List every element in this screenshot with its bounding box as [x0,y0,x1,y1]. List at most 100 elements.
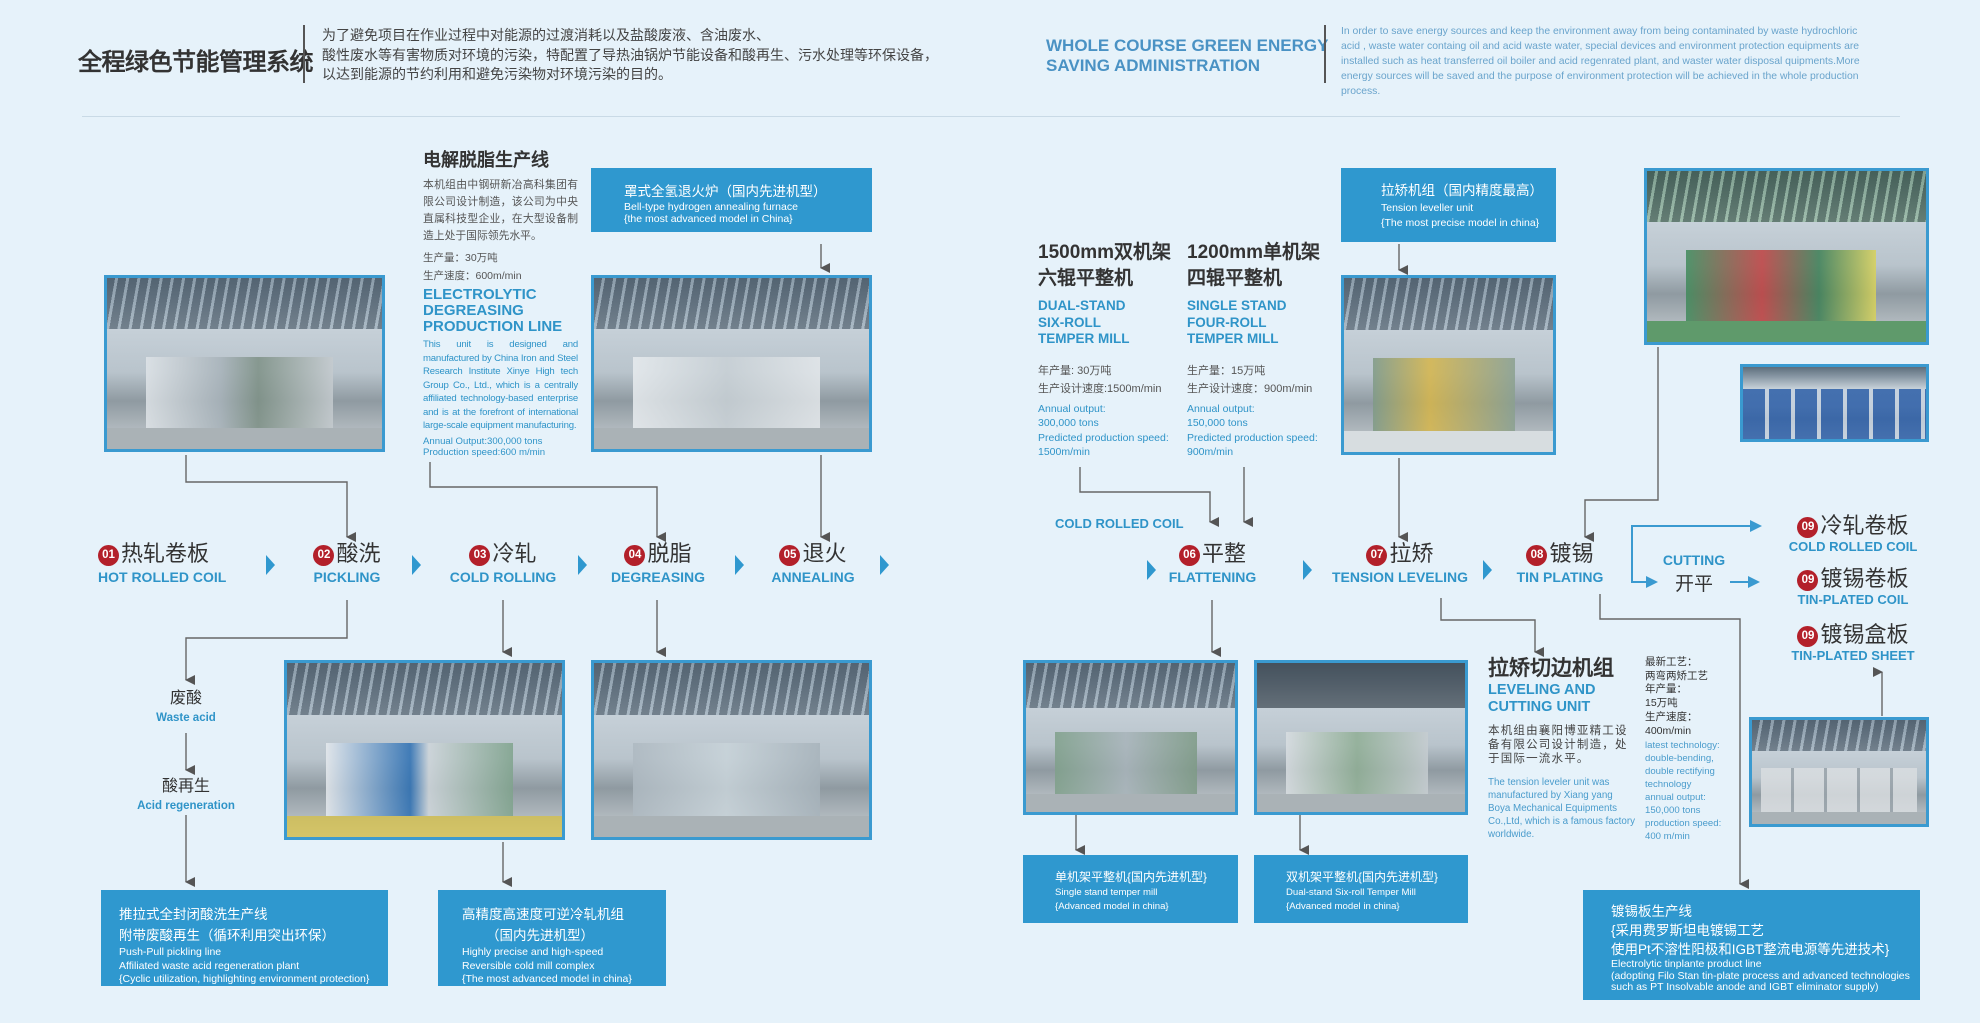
spec-line: 生产量：15万吨 [1187,364,1266,377]
box-title-cn: 高精度高速度可逆冷轧机组 [462,907,624,922]
box-desc-en: {The most precise model in china} [1381,217,1540,229]
step-label-cn: 退火 [802,541,847,566]
leveling-cutting-unit-specs: 最新工艺：两弯两矫工艺年产量：15万吨生产速度：400m/min latest … [1645,656,1740,843]
spec-line: double-bending, [1645,753,1714,765]
header-description-line: 酸性废水等有害物质对环境的污染，特配置了导热油锅炉节能设备和酸再生、污水处理等环… [322,46,938,63]
temper-single-spec-cn: 生产量：15万吨生产设计速度：900m/min [1187,362,1337,398]
waste-acid-node: 废酸 Waste acid [126,684,246,724]
flow-next-icon [1483,560,1492,580]
box-desc-en: {Advanced model in china} [1055,901,1169,912]
box-desc-en: {The most advanced model in china} [462,973,632,985]
connector-arrow [1440,598,1544,657]
flow-next-icon [578,555,587,575]
box-desc-en: Dual-stand Six-roll Temper Mill [1286,887,1416,898]
spec-line: 生产设计速度:1500m/min [1038,382,1162,395]
box-title-cn: 使用Pt不溶性阳极和IGBT整流电源等先进技术} [1611,942,1890,957]
header-description-line: 以达到能源的节约利用和避免污染物对环境污染的目的。 [322,66,672,82]
connector-arrow [1079,467,1219,527]
connector-arrow [185,455,356,542]
step-number-badge: 01 [98,545,119,566]
acid-regeneration-en: Acid regeneration [137,800,235,812]
header-divider [303,25,305,83]
photo-tin-plating-line [1644,168,1929,345]
step-label-cn: 冷轧 [492,541,537,566]
product-label-en: TIN-PLATED SHEET [1791,648,1915,663]
waste-acid-cn: 废酸 [169,690,202,707]
photo-hot-rolled-coil-line [104,275,385,452]
title-line: DUAL-STAND [1038,298,1126,313]
header-description-en: In order to save energy sources and keep… [1341,26,1860,97]
degreasing-line-info: 电解脱脂生产线 本机组由中钢研新冶高科集团有限公司设计制造，该公司为中央直属科技… [423,147,578,458]
product-label-en: TIN-PLATED COIL [1797,592,1909,607]
page-title-en-line: WHOLE COURSE GREEN ENERGY [1046,36,1329,55]
page-title-en-line: SAVING ADMINISTRATION [1046,56,1261,75]
box-title-cn: 附带废酸再生（循环利用突出环保） [119,928,335,943]
connector-arrow [1584,347,1659,542]
spec-line: latest technology: [1645,740,1720,752]
step-number-badge: 03 [469,545,491,566]
product-label-en: COLD ROLLED COIL [1788,539,1918,554]
acid-regeneration-cn: 酸再生 [161,778,210,795]
tension-leveller-box: 拉矫机组（国内精度最高） Tension leveller unit {The … [1341,168,1556,242]
step-label-cn: 酸洗 [336,541,381,566]
degreasing-title-cn: 电解脱脂生产线 [423,150,549,170]
dual-stand-temper-mill-box: 双机架平整机{国内先进机型} Dual-stand Six-roll Tempe… [1254,855,1468,923]
product-number-badge: 09 [1797,626,1819,647]
title-line: FOUR-ROLL [1187,314,1267,330]
step-number-badge: 08 [1526,545,1548,566]
pickling-line-box: 推拉式全封闭酸洗生产线 附带废酸再生（循环利用突出环保） Push-Pull p… [101,890,388,986]
flow-next-icon [1303,560,1312,580]
spec-line: production speed: [1645,817,1722,829]
product-number-badge: 09 [1797,570,1819,591]
step-label-cn: 脱脂 [647,541,692,566]
product-label-cn: 镀锡盒板 [1820,622,1909,647]
title-line: TEMPER MILL [1038,331,1130,346]
spec-line: 年产量： [1645,683,1687,696]
step-label-en: HOT ROLLED COIL [98,569,227,585]
spec-line: annual output: [1645,791,1706,803]
box-desc-en: {Cyclic utilization, highlighting enviro… [119,973,370,985]
title-line: PRODUCTION LINE [423,318,563,335]
tinplate-line-box: 镀锡板生产线 {采用费罗斯坦电镀锡工艺 使用Pt不溶性阳极和IGBT整流电源等先… [1583,890,1920,1000]
title-line: CUTTING UNIT [1488,699,1591,715]
cold-rolled-coil-input-label: COLD ROLLED COIL [1055,516,1184,531]
box-desc-en: {the most advanced model in China} [624,212,793,225]
temper-dual-title-cn: 1500mm双机架六辊平整机 [1038,240,1188,292]
product-label-cn: 冷轧卷板 [1820,513,1909,538]
temper-dual-spec-cn: 年产量: 30万吨生产设计速度:1500m/min [1038,362,1188,398]
spec-line: 400 m/min [1645,830,1690,842]
title-line: 1200mm单机架 [1187,242,1321,263]
box-desc-en: (adopting Filo Stan tin-plate process an… [1611,969,1910,982]
flow-next-icon [1147,560,1156,580]
box-title-cn: 罩式全氢退火炉（国内先进机型） [624,184,827,199]
title-line: SIX-ROLL [1038,314,1101,330]
step-label-cn: 热轧卷板 [121,541,210,566]
flow-next-icon [735,555,744,575]
title-line: ELECTROLYTIC [423,286,537,303]
title-line: TEMPER MILL [1187,331,1279,346]
step-number-badge: 05 [779,545,801,566]
product-label-cn: 镀锡卷板 [1820,566,1909,591]
step-label-en: TIN PLATING [1516,569,1604,585]
box-desc-en: Tension leveller unit [1381,202,1474,214]
photo-tension-leveller [1341,275,1556,455]
spec-line: double rectifying [1645,766,1715,778]
box-title-cn: {采用费罗斯坦电镀锡工艺 [1611,923,1765,938]
spec-line: 年产量: 30万吨 [1038,364,1112,377]
box-title-cn: 单机架平整机{国内先进机型} [1055,870,1208,884]
waste-acid-en: Waste acid [156,712,216,724]
step-label-en: ANNEALING [771,569,855,585]
box-desc-en: Single stand temper mill [1055,887,1158,898]
page-title-en: WHOLE COURSE GREEN ENERGY SAVING ADMINIS… [1046,36,1328,76]
photo-steel-coils [1740,364,1929,442]
spec-line: 1500m/min [1038,446,1090,458]
leveling-spec-en: latest technology:double-bending,double … [1645,740,1740,843]
